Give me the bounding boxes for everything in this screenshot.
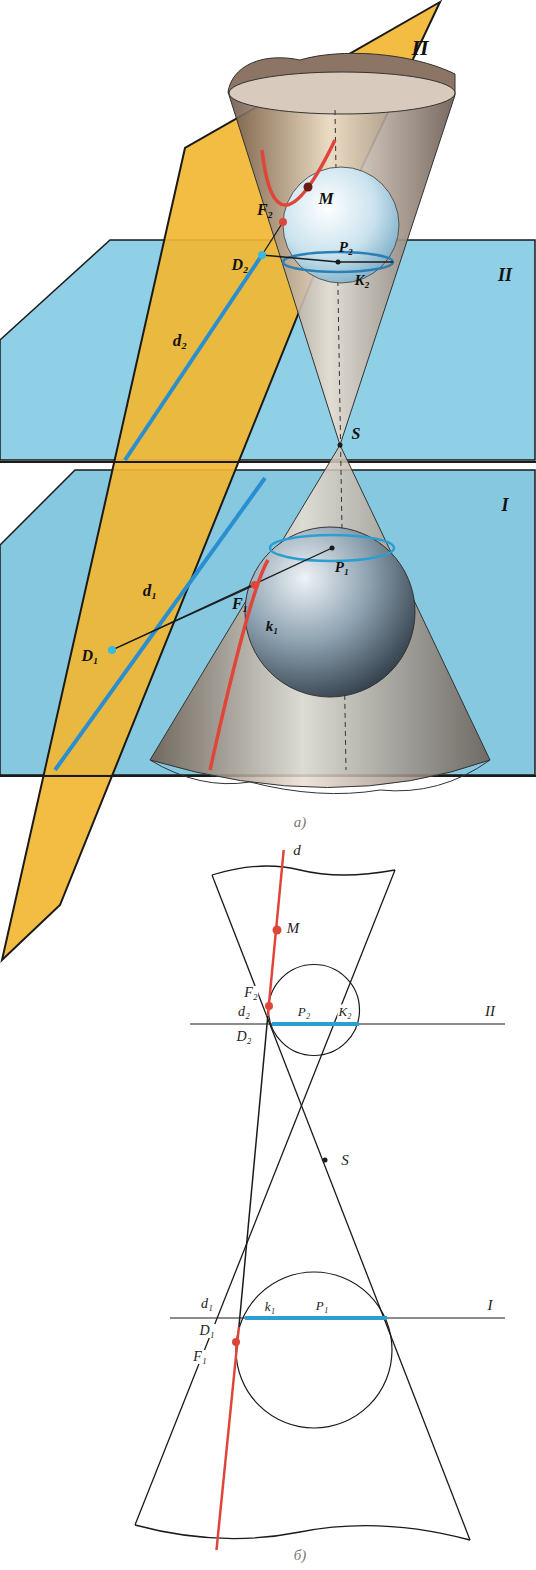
- cone-section: [212, 875, 470, 1540]
- point-label: d₁: [142, 582, 158, 599]
- point-label: M: [317, 190, 334, 207]
- point: [265, 1002, 273, 1010]
- frame-line: [0, 461, 536, 463]
- point-label: d₂: [237, 1005, 251, 1019]
- point-label: F₂: [256, 202, 274, 218]
- point-label: K₂: [337, 1005, 352, 1018]
- upper-sphere-section: [269, 965, 360, 1056]
- point-label: P₂: [338, 240, 354, 255]
- point: [251, 581, 259, 589]
- circle-k2: [272, 1022, 359, 1026]
- point-label: F₁: [231, 596, 249, 612]
- point-label: D₂: [236, 1030, 253, 1044]
- lower-sphere: [270, 535, 394, 561]
- point: [273, 926, 282, 935]
- line-d2: [125, 255, 262, 460]
- point-label: б): [293, 1548, 308, 1563]
- point: [232, 1338, 240, 1346]
- cone-lower: [150, 445, 490, 788]
- cone-lower: [150, 760, 490, 794]
- point-label: D₂: [230, 257, 249, 273]
- cone-upper: [228, 92, 455, 445]
- point: [330, 546, 335, 551]
- point-label: P₂: [297, 1005, 311, 1018]
- lower-sphere: [245, 527, 415, 697]
- cone-section: [135, 870, 395, 1525]
- point: [258, 251, 266, 259]
- point-label: k₁: [265, 619, 280, 634]
- cone-upper: [228, 53, 455, 445]
- point-label: d₁: [200, 1297, 214, 1311]
- upper-sphere: [283, 167, 399, 283]
- point-label: K₂: [353, 273, 370, 288]
- construction-lines: [262, 222, 283, 255]
- cone-section: [135, 866, 470, 1540]
- upper-sphere: [283, 252, 393, 272]
- point-label: M: [286, 921, 301, 936]
- cone-lower: [150, 445, 490, 794]
- point-label: d₂: [172, 332, 188, 349]
- point: [336, 260, 341, 265]
- point-label: k₁: [264, 1300, 276, 1313]
- point: [304, 183, 313, 192]
- point-label: а): [293, 815, 308, 830]
- point-label: F₂: [243, 986, 258, 1000]
- cone-section: [212, 866, 395, 875]
- point-label: S: [351, 426, 362, 442]
- point: [279, 218, 287, 226]
- cone-section: [135, 1525, 470, 1540]
- construction-lines: [262, 255, 338, 262]
- point: [108, 646, 116, 654]
- line-d1: [55, 478, 265, 770]
- point-label: П: [410, 37, 429, 59]
- point: [338, 443, 343, 448]
- construction-lines: [112, 222, 393, 650]
- point-label: S: [340, 1153, 350, 1168]
- plane-two-trace: [190, 1023, 505, 1024]
- plane-trace: [268, 850, 284, 1016]
- point-label: P₁: [315, 1299, 329, 1312]
- point-label: I: [487, 1298, 494, 1313]
- point-label: D₁: [80, 648, 99, 664]
- lower-sphere: [245, 527, 415, 697]
- plane-trace: [239, 1016, 268, 1327]
- lower-sphere-section: [236, 1272, 392, 1428]
- construction-lines: [338, 261, 393, 262]
- plane-one-trace: [170, 1317, 505, 1318]
- point-label: F₁: [192, 1350, 207, 1364]
- point: [323, 1158, 328, 1163]
- conic-branch: [210, 560, 268, 770]
- point-label: D₁: [199, 1324, 216, 1338]
- cone-upper: [229, 72, 455, 114]
- point-label: P₁: [334, 560, 350, 575]
- upper-sphere: [283, 167, 399, 283]
- construction-lines: [112, 585, 255, 650]
- point-label: d: [292, 843, 302, 858]
- construction-lines: [112, 548, 332, 650]
- point-label: II: [497, 266, 513, 284]
- point-label: I: [500, 496, 509, 514]
- plane-trace: [217, 1327, 239, 1550]
- point-label: II: [484, 1004, 496, 1019]
- circle-k1: [245, 1316, 387, 1320]
